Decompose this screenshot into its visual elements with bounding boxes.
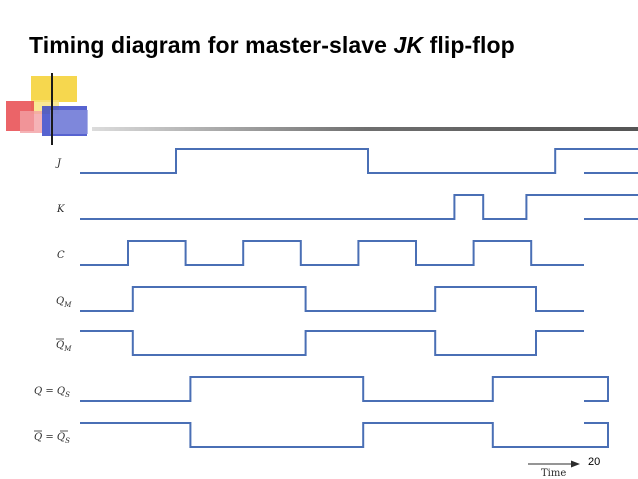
logo-pink-square	[20, 111, 42, 133]
signal-label-QM: QM	[56, 296, 72, 309]
time-axis-arrowhead	[571, 460, 580, 468]
signal-label-Q: Q = QS	[34, 386, 70, 399]
slide-title: Timing diagram for master-slave JK flip-…	[29, 32, 515, 59]
title-rule	[92, 127, 638, 131]
signal-label-J: J	[55, 158, 62, 169]
waveform-QMbar	[80, 330, 584, 356]
waveform-QM	[80, 286, 584, 312]
signal-label-K: K	[56, 204, 65, 215]
logo-yellow-square	[31, 76, 77, 102]
signal-label-text-Qbar: Q = QS	[34, 432, 70, 445]
slide-logo	[6, 73, 88, 145]
signal-label-text-J: J	[55, 158, 62, 169]
signal-label-text-QMbar: QM	[56, 340, 72, 353]
logo-lightblue-square	[50, 110, 88, 134]
waveform-Qbar	[80, 422, 609, 448]
waveform-K	[80, 194, 638, 220]
waveform-J	[80, 148, 638, 174]
signal-label-text-C: C	[57, 250, 65, 261]
signal-label-text-K: K	[56, 204, 65, 215]
waveform-C	[80, 240, 584, 266]
signal-label-text-QM: QM	[56, 296, 72, 309]
signal-label-QMbar: QM	[56, 338, 72, 353]
signal-label-text-Q: Q = QS	[34, 386, 70, 399]
signal-label-C: C	[57, 250, 65, 261]
slide-title-suffix: flip-flop	[423, 32, 515, 58]
slide-title-prefix: Timing diagram for master-slave	[29, 32, 394, 58]
slide-title-italic: JK	[393, 32, 424, 58]
time-axis-label: Time	[541, 468, 566, 479]
page-number: 20	[588, 456, 601, 468]
signal-label-Qbar: Q = QS	[34, 430, 70, 445]
waveform-Q	[80, 376, 609, 402]
